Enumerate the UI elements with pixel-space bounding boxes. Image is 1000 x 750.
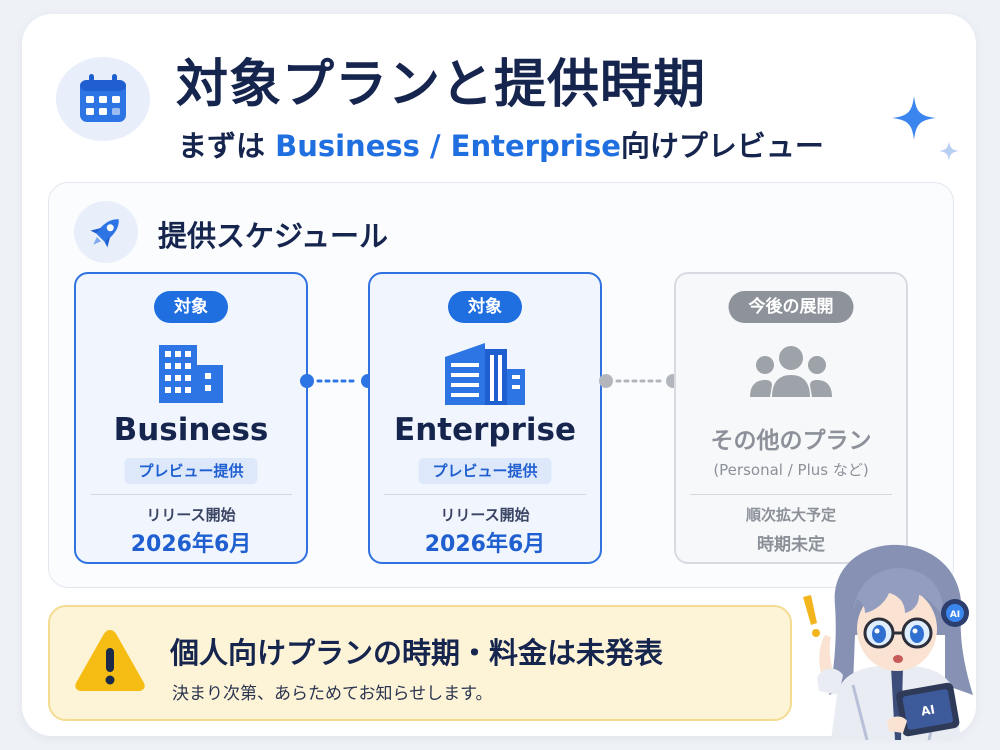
mascot-badge-text: AI <box>950 610 960 620</box>
connector-dots-muted <box>599 374 680 388</box>
rocket-icon <box>90 219 119 248</box>
plan-tag: 対象 <box>448 291 522 323</box>
release-date: 2026年6月 <box>424 532 546 557</box>
subtitle-highlight: Business / Enterprise <box>275 129 621 163</box>
preview-chip: プレビュー提供 <box>418 458 552 484</box>
plan-name: Business <box>113 412 269 448</box>
users-icon-wrap <box>676 340 906 406</box>
divider <box>690 494 892 495</box>
skyscraper-icon <box>445 343 525 405</box>
release-label: 順次拡大予定 <box>745 506 836 524</box>
notice-title: 個人向けプランの時期・料金は未発表 <box>170 636 664 670</box>
schedule-title: 提供スケジュール <box>158 219 388 253</box>
calendar-icon <box>80 74 126 122</box>
subtitle-suffix: 向けプレビュー <box>620 129 824 163</box>
building-icon <box>159 345 223 403</box>
preview-chip: プレビュー提供 <box>124 458 258 484</box>
release-date: 2026年6月 <box>130 532 252 557</box>
calendar-icon-circle <box>56 57 150 141</box>
plan-card-enterprise: 対象 Enterprise プレビュー提供 リリース開始 2026年6月 <box>368 272 602 564</box>
plan-card-others: 今後の展開 その他のプラン (Personal / Plus など) 順次拡大予… <box>674 272 908 564</box>
mascot-illustration: AI AI <box>803 544 973 740</box>
connector-dots <box>300 374 375 388</box>
plan-note: (Personal / Plus など) <box>713 461 869 479</box>
divider <box>90 494 292 495</box>
subtitle-prefix: まずは <box>178 129 276 163</box>
notice-body: 決まり次第、あらためてお知らせします。 <box>172 684 493 704</box>
skyscraper-icon-wrap <box>370 340 600 406</box>
plan-card-business: 対象 Business プレビュー提供 リリース開始 2026年6月 <box>74 272 308 564</box>
release-label: リリース開始 <box>146 506 236 524</box>
tablet-text: AI <box>920 702 936 718</box>
notice-box <box>48 605 792 721</box>
plan-tag: 対象 <box>154 291 228 323</box>
warning-icon <box>75 630 145 691</box>
plan-name: Enterprise <box>394 412 576 448</box>
release-date: 時期未定 <box>757 535 825 555</box>
building-icon-wrap <box>76 340 306 406</box>
exclamation-icon <box>803 595 820 637</box>
plan-name: その他のプラン <box>710 428 872 454</box>
release-label: リリース開始 <box>440 506 530 524</box>
divider <box>384 494 586 495</box>
plan-tag: 今後の展開 <box>728 291 854 323</box>
users-icon <box>750 346 832 397</box>
rocket-icon-circle <box>74 201 138 263</box>
page-subtitle: まずは Business / Enterprise向けプレビュー <box>178 123 824 165</box>
page-title: 対象プランと提供時期 <box>176 55 707 115</box>
